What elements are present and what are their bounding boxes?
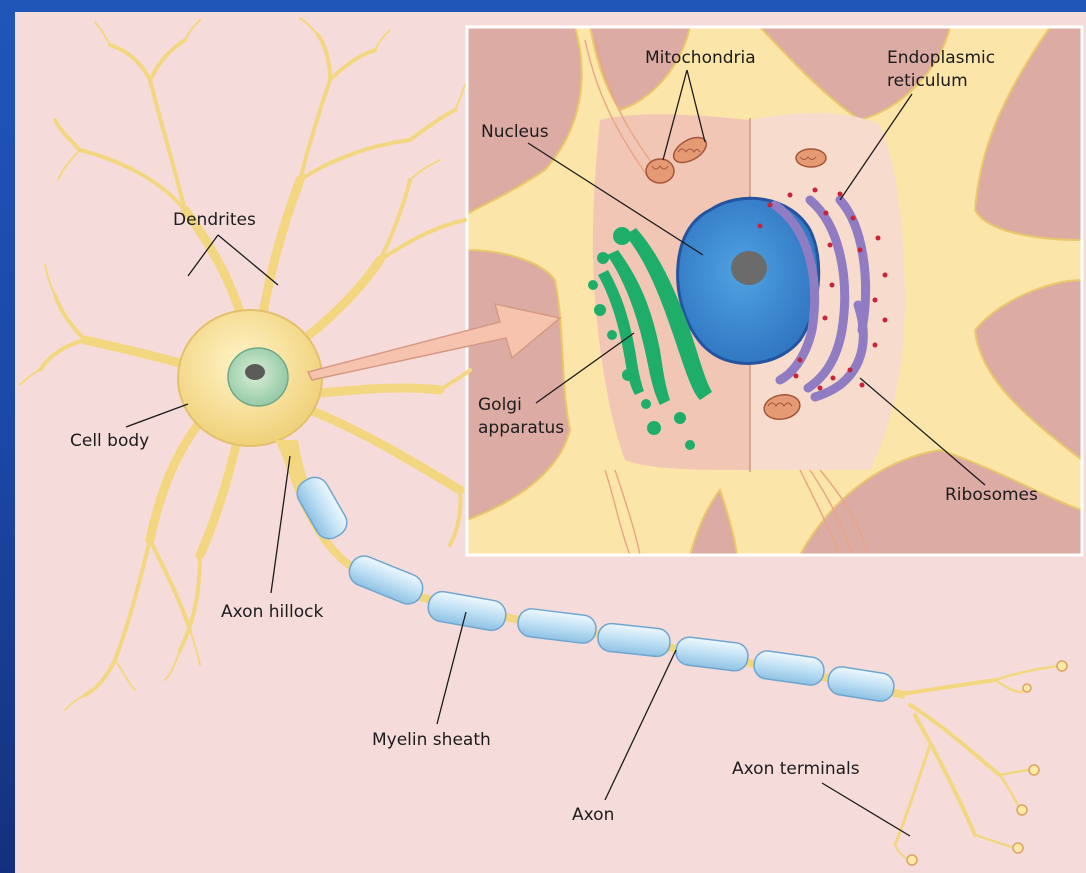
label-axon: Axon <box>572 805 614 825</box>
diagram-panel: Mitochondria Endoplasmic reticulum Nucle… <box>15 12 1086 873</box>
label-axon-terminals: Axon terminals <box>732 759 860 779</box>
nucleolus <box>731 251 767 285</box>
axon-terminals <box>895 666 1060 860</box>
label-mitochondria: Mitochondria <box>645 48 756 68</box>
inset-view <box>467 27 1082 555</box>
label-cell-body: Cell body <box>70 431 149 451</box>
label-myelin-sheath: Myelin sheath <box>372 730 491 750</box>
label-axon-hillock: Axon hillock <box>221 602 323 622</box>
label-nucleus: Nucleus <box>481 122 549 142</box>
label-er-line2: reticulum <box>887 71 968 91</box>
label-dendrites: Dendrites <box>173 210 256 230</box>
label-ribosomes: Ribosomes <box>945 485 1038 505</box>
label-golgi-line1: Golgi <box>478 395 522 415</box>
label-golgi-line2: apparatus <box>478 418 564 438</box>
cell-nucleolus <box>245 364 265 380</box>
neuron-diagram: Mitochondria Endoplasmic reticulum Nucle… <box>15 12 1086 873</box>
label-er-line1: Endoplasmic <box>887 48 995 68</box>
